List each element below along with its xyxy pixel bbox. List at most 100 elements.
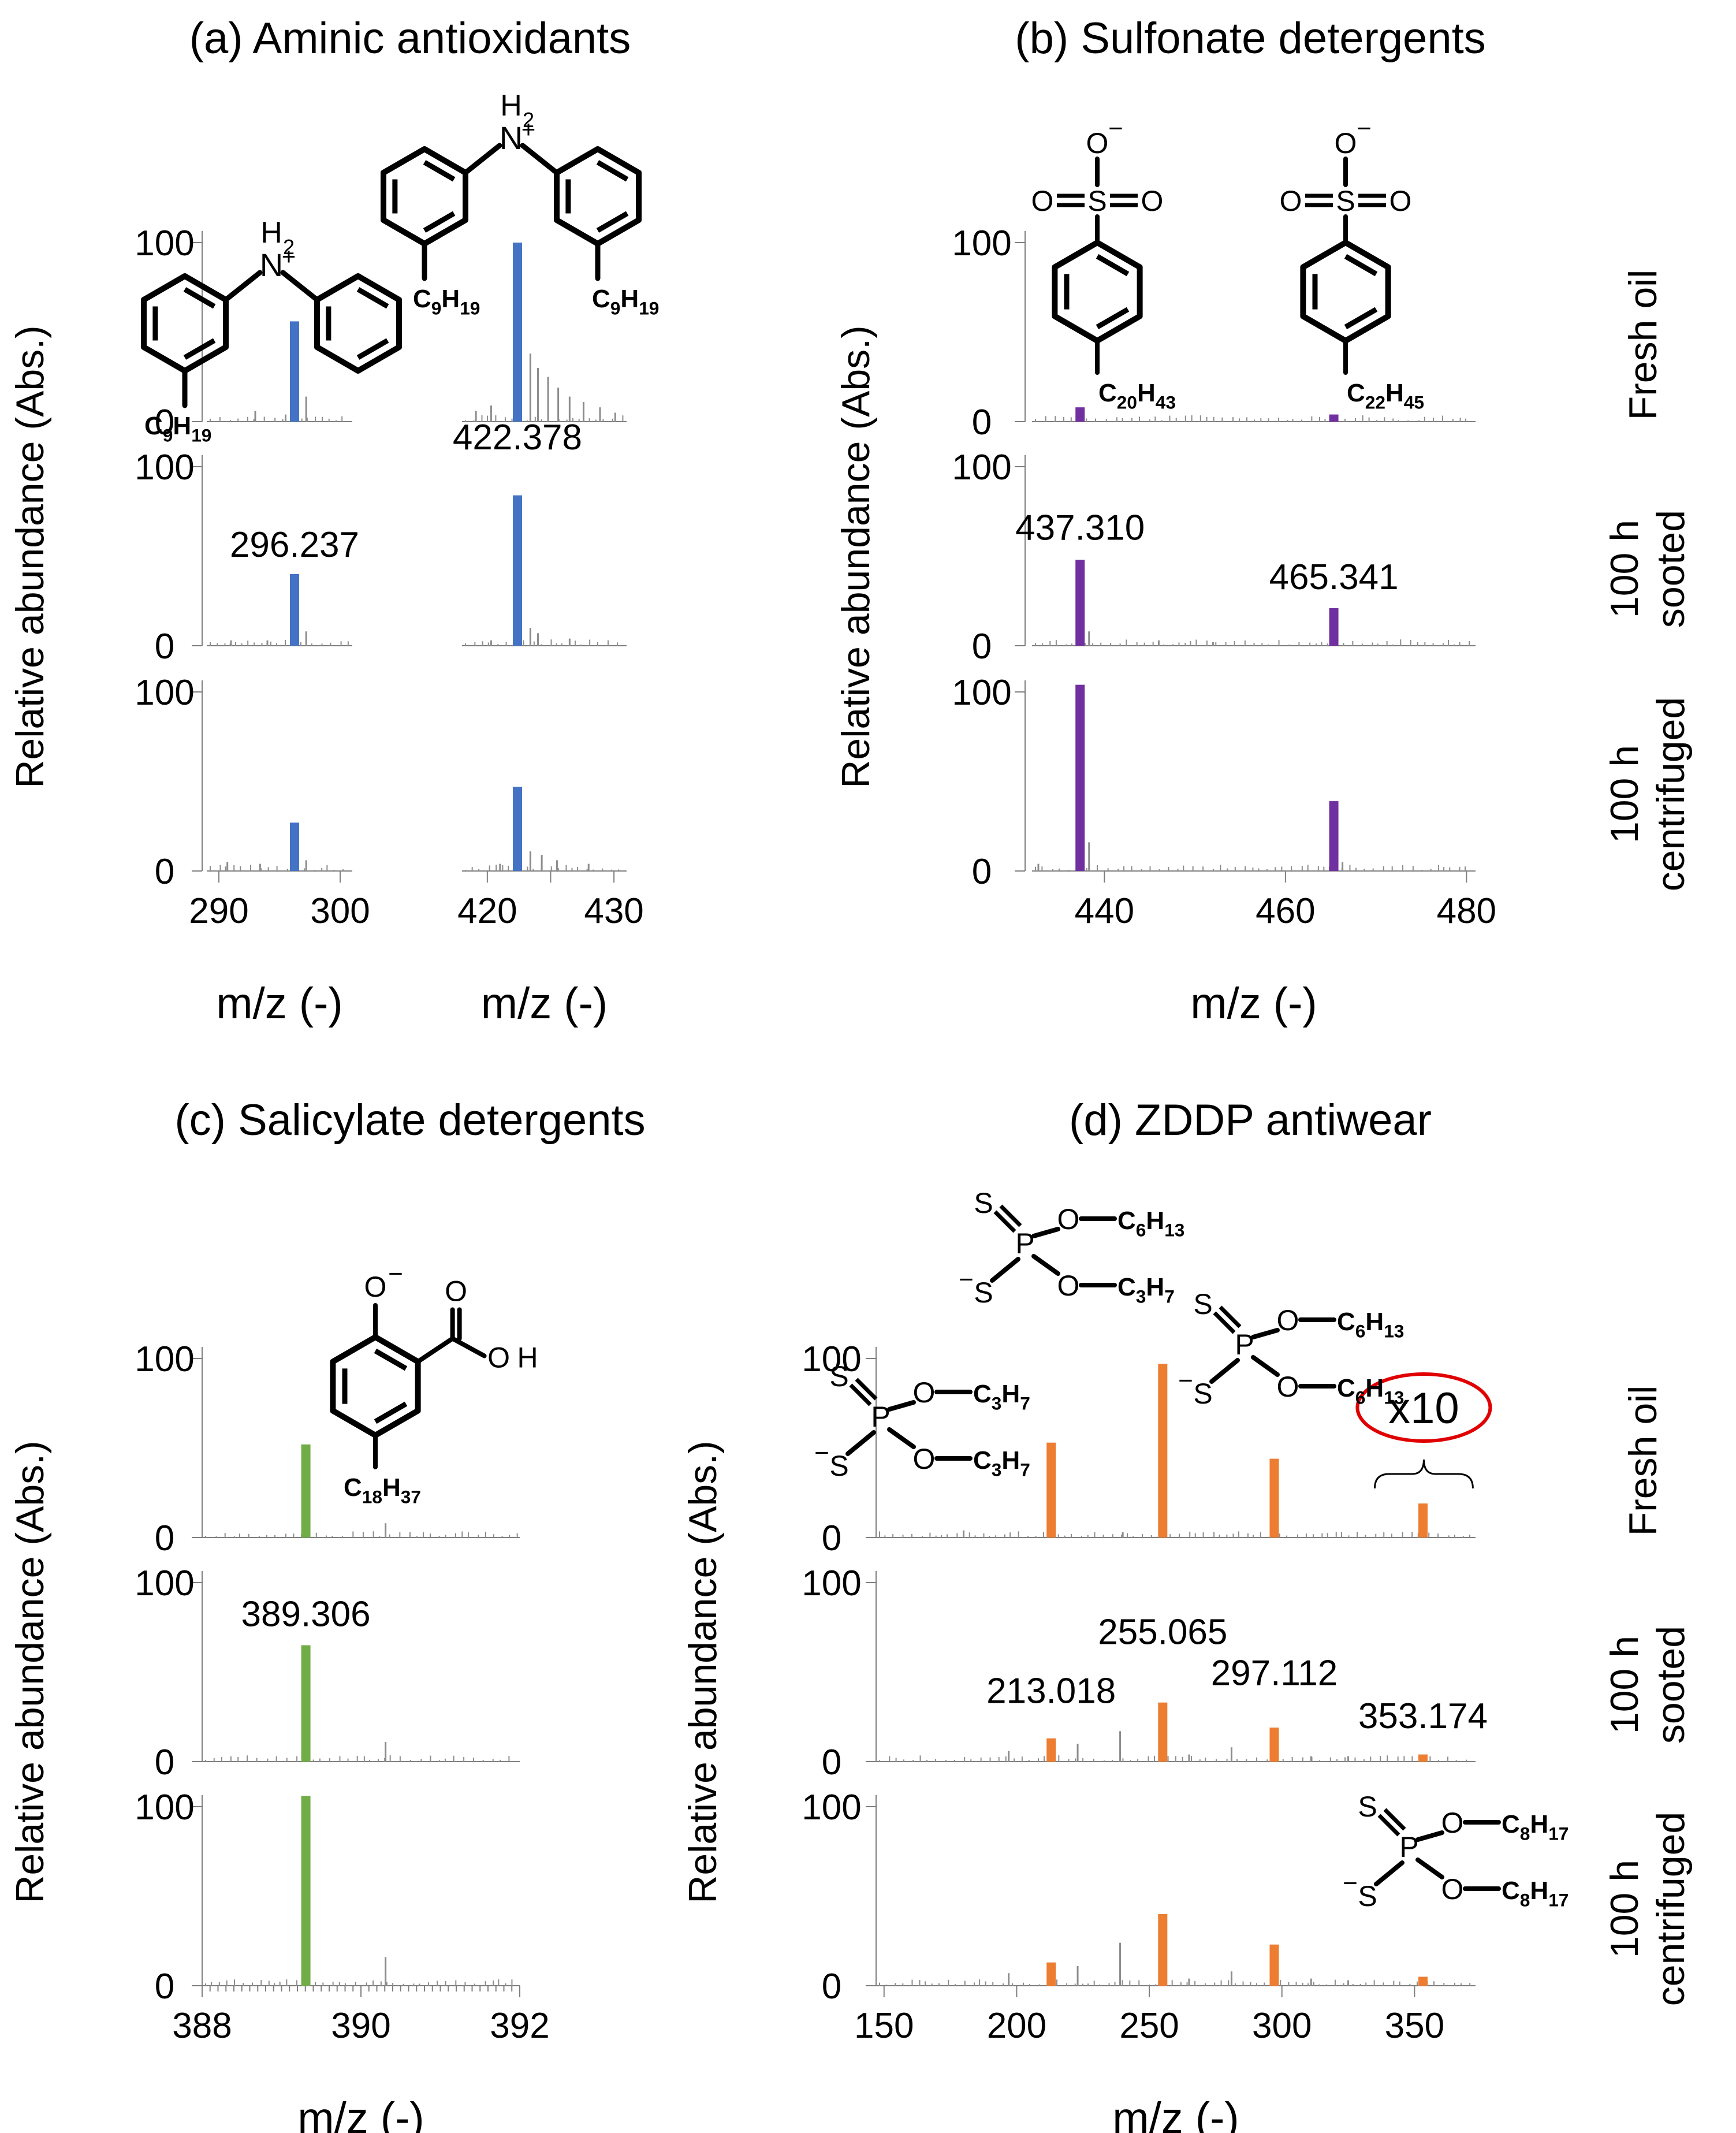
formula-atom: C bbox=[1117, 1273, 1136, 1301]
bar bbox=[1075, 407, 1085, 422]
y-tick-label: 0 bbox=[155, 403, 174, 442]
formula-subscript: 13 bbox=[1164, 1219, 1184, 1240]
bond bbox=[450, 1336, 487, 1358]
y-axis-label: Relative abundance (Abs.) bbox=[681, 1440, 725, 1903]
y-tick-label: 0 bbox=[822, 1518, 841, 1558]
bond bbox=[280, 270, 320, 303]
row-label: centrifuged bbox=[1649, 697, 1693, 891]
bar bbox=[1075, 684, 1085, 871]
formula-atom: C bbox=[344, 1473, 362, 1502]
atom-o: O bbox=[1441, 1807, 1464, 1839]
bar bbox=[1046, 1962, 1056, 1986]
x-axis-label: m/z (-) bbox=[297, 2094, 424, 2133]
y-tick-label: 100 bbox=[135, 673, 194, 713]
bar bbox=[1269, 1458, 1279, 1538]
row-label: 100 h bbox=[1603, 520, 1646, 618]
x-tick-label: 460 bbox=[1256, 891, 1315, 931]
bar bbox=[1418, 1754, 1428, 1762]
chart-title: (c) Salicylate detergents bbox=[174, 1096, 645, 1145]
y-tick-label: 100 bbox=[135, 1564, 194, 1603]
double-bond bbox=[356, 338, 389, 360]
formula-atom: C bbox=[973, 1446, 992, 1475]
formula-atom: H bbox=[1530, 1877, 1548, 1905]
formula-atom: H bbox=[1137, 379, 1156, 407]
charge: − bbox=[1178, 1367, 1193, 1395]
double-bond bbox=[849, 1383, 872, 1406]
bond bbox=[1251, 1355, 1280, 1377]
y-axis-label: Relative abundance (Abs.) bbox=[8, 1440, 52, 1903]
formula-atom: H bbox=[620, 285, 639, 313]
row-label: 100 h bbox=[1603, 1636, 1646, 1734]
formula-atom: C bbox=[1098, 379, 1117, 407]
double-bond bbox=[1383, 1808, 1406, 1831]
formula-subscript: 17 bbox=[1548, 1889, 1569, 1910]
bond bbox=[1031, 1227, 1060, 1238]
y-tick-label: 100 bbox=[135, 1339, 194, 1379]
x-tick-label: 290 bbox=[189, 891, 248, 931]
bond bbox=[520, 143, 560, 176]
atom-s: S bbox=[1358, 1790, 1377, 1823]
atom-o: O bbox=[913, 1443, 936, 1475]
structure-diphenylamine: NH2+C9​H19​ bbox=[140, 216, 403, 445]
formula-subscript: 19 bbox=[191, 425, 211, 445]
formula-subscript: 9 bbox=[610, 297, 621, 318]
chain-formula: C8​H17​ bbox=[1502, 1877, 1569, 1910]
atom-o: O bbox=[1277, 1304, 1299, 1337]
formula-atom: H bbox=[1530, 1810, 1548, 1838]
bond bbox=[887, 1400, 916, 1412]
x-tick-label: 480 bbox=[1437, 891, 1496, 931]
formula-subscript: 19 bbox=[460, 297, 480, 318]
formula-subscript: 6 bbox=[1355, 1320, 1366, 1341]
atom-s: S bbox=[974, 1276, 993, 1309]
atom-s: S bbox=[1193, 1378, 1212, 1410]
formula-atom: H bbox=[1365, 1374, 1384, 1402]
x-tick-label: 390 bbox=[331, 2006, 390, 2046]
bar bbox=[1158, 1702, 1168, 1762]
double-bond bbox=[596, 211, 629, 233]
bar bbox=[1329, 608, 1339, 646]
chain-formula: C9​H19​ bbox=[144, 412, 211, 445]
formula-subscript: 45 bbox=[1404, 392, 1424, 412]
row-label: Fresh oil bbox=[1621, 1386, 1665, 1536]
atom-o: O bbox=[1441, 1873, 1464, 1905]
chain-formula: C6​H13​ bbox=[1337, 1374, 1404, 1408]
x-tick-label: 300 bbox=[310, 891, 370, 931]
formula-atom: H bbox=[1146, 1207, 1164, 1235]
formula-atom: H bbox=[1146, 1273, 1164, 1301]
atom-o: O bbox=[364, 1271, 387, 1303]
atom-p: P bbox=[1399, 1831, 1418, 1863]
double-bond bbox=[1096, 307, 1130, 330]
bar bbox=[1329, 414, 1339, 422]
formula-atom: H bbox=[173, 412, 191, 440]
scale-brace bbox=[1373, 1459, 1474, 1489]
peak-label: 422.378 bbox=[453, 418, 582, 457]
x-axis-label: m/z (-) bbox=[481, 979, 608, 1028]
double-bond bbox=[993, 1210, 1016, 1233]
spectrum-row-2: 0 100 bbox=[135, 673, 627, 892]
charge: − bbox=[814, 1439, 829, 1467]
bar bbox=[1269, 1944, 1279, 1986]
structure-dithiophosphate: PSS−OC6​H13​OC6​H13​ bbox=[1178, 1288, 1404, 1410]
formula-atom: H bbox=[441, 285, 460, 313]
formula-atom: C bbox=[1502, 1810, 1520, 1838]
formula-atom: C bbox=[144, 412, 163, 440]
atom-o: O bbox=[1031, 185, 1054, 217]
atom-s: S bbox=[829, 1360, 848, 1393]
atom-h: H bbox=[517, 1342, 538, 1374]
x-tick-label: 392 bbox=[490, 2006, 549, 2046]
y-tick-label: 0 bbox=[972, 852, 992, 892]
y-tick-label: 100 bbox=[802, 1339, 861, 1379]
chart-title: (a) Aminic antioxidants bbox=[189, 14, 631, 63]
y-tick-label: 100 bbox=[952, 448, 1011, 487]
atom-p: P bbox=[1235, 1328, 1254, 1361]
formula-atom: H bbox=[1001, 1380, 1020, 1408]
atom-o: O bbox=[1280, 185, 1302, 217]
y-tick-label: 0 bbox=[155, 852, 174, 892]
chain-formula: C8​H17​ bbox=[1502, 1810, 1569, 1844]
